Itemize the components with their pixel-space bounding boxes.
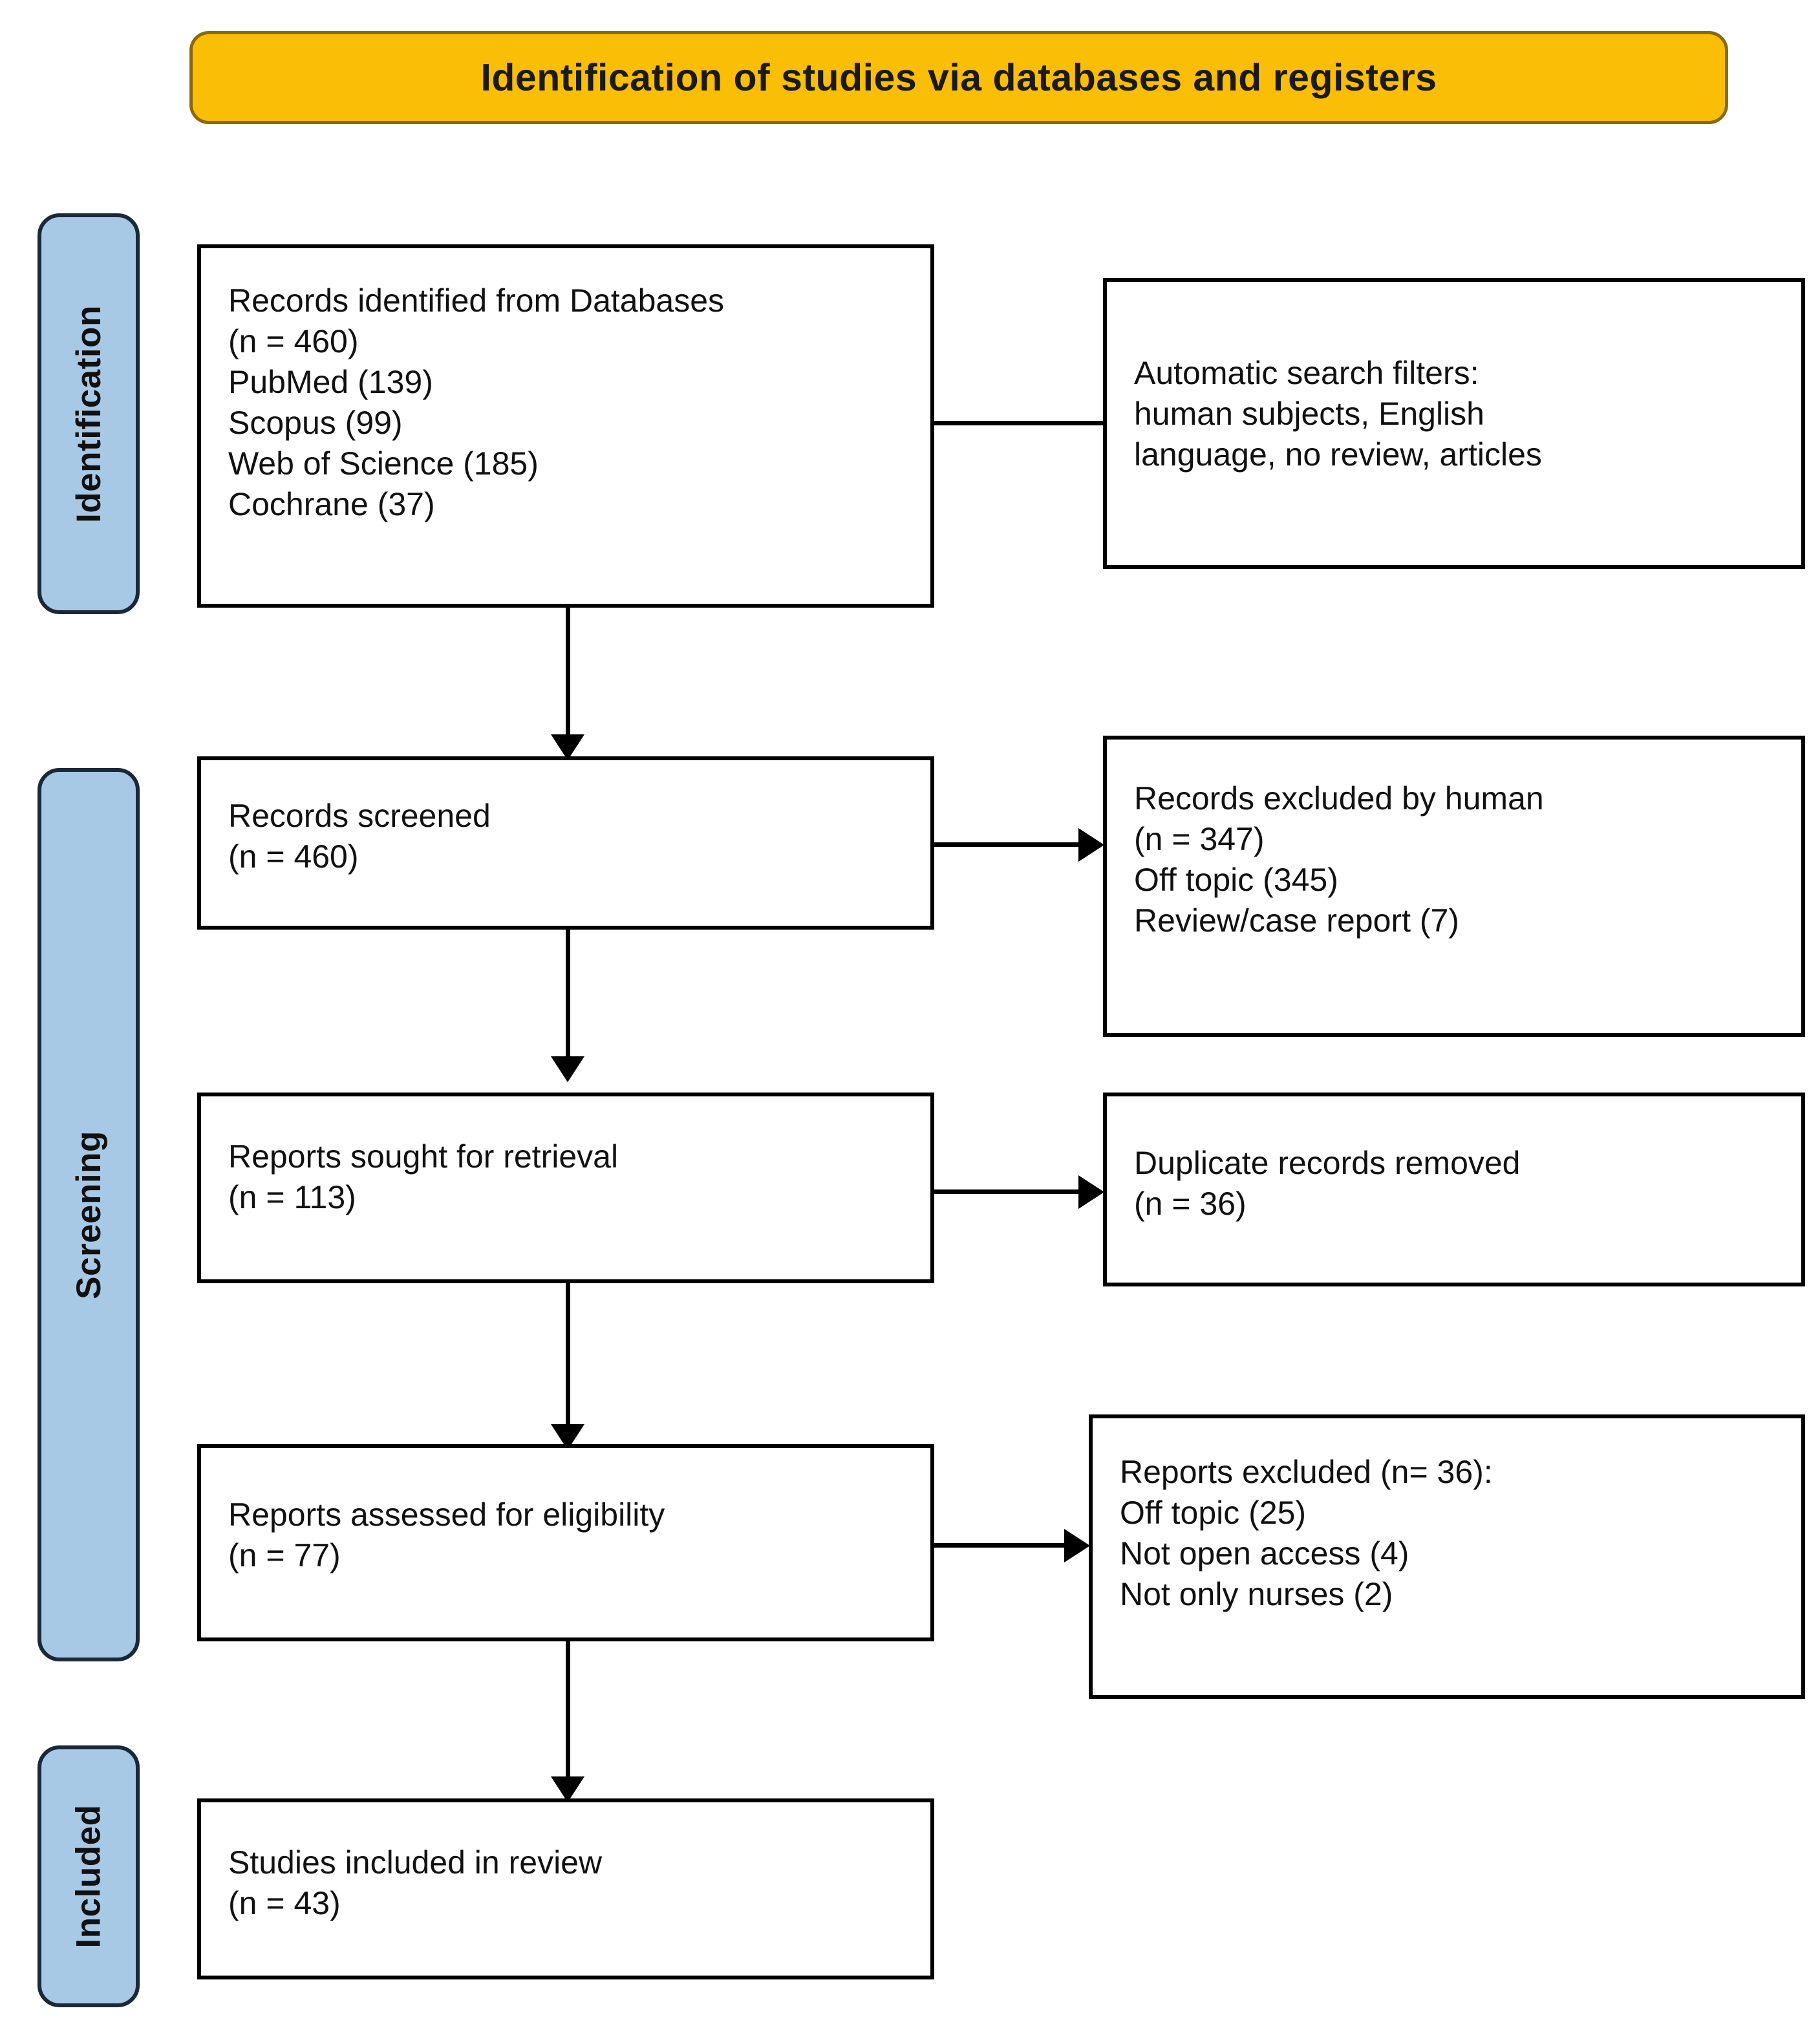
stage-label-included-text: Included bbox=[69, 1804, 108, 1948]
arrow-screened-to-excluded bbox=[1078, 828, 1104, 862]
box-records-identified-line-1: Records identified from Databases bbox=[228, 283, 725, 319]
box-search-filters-line-1: Automatic search filters: bbox=[1134, 355, 1479, 391]
box-search-filters: Automatic search filters: human subjects… bbox=[1103, 278, 1805, 569]
stage-label-included: Included bbox=[37, 1745, 140, 2007]
arrow-screened-to-sought bbox=[551, 1056, 584, 1082]
box-studies-included-line-1: Studies included in review bbox=[228, 1844, 603, 1881]
box-reports-excluded-line-2: Off topic (25) bbox=[1120, 1495, 1307, 1531]
connector-assessed-to-included bbox=[566, 1641, 570, 1797]
box-reports-sought-line-1: Reports sought for retrieval bbox=[228, 1138, 619, 1175]
stage-label-identification: Identification bbox=[37, 213, 140, 614]
arrow-identified-to-screened bbox=[551, 734, 584, 760]
connector-identified-to-screened bbox=[566, 608, 570, 755]
box-records-identified-line-3: PubMed (139) bbox=[228, 364, 433, 400]
box-records-identified-line-6: Cochrane (37) bbox=[228, 486, 435, 522]
box-reports-sought: Reports sought for retrieval (n = 113) bbox=[197, 1093, 934, 1283]
box-studies-included-line-2: (n = 43) bbox=[228, 1885, 341, 1921]
box-records-excluded: Records excluded by human (n = 347) Off … bbox=[1103, 736, 1805, 1037]
connector-sought-to-duplicates bbox=[934, 1189, 1082, 1194]
banner-title: Identification of studies via databases … bbox=[480, 56, 1437, 99]
box-duplicates-removed-line-2: (n = 36) bbox=[1134, 1186, 1247, 1222]
connector-assessed-to-excluded bbox=[934, 1543, 1067, 1548]
stage-label-screening: Screening bbox=[37, 768, 140, 1661]
box-records-excluded-line-4: Review/case report (7) bbox=[1134, 902, 1459, 939]
connector-screened-to-excluded bbox=[934, 842, 1082, 847]
box-reports-sought-line-2: (n = 113) bbox=[228, 1179, 356, 1215]
box-records-excluded-line-1: Records excluded by human bbox=[1134, 780, 1544, 816]
box-records-screened-line-1: Records screened bbox=[228, 798, 491, 834]
box-reports-assessed-line-2: (n = 77) bbox=[228, 1537, 341, 1573]
box-studies-included: Studies included in review (n = 43) bbox=[197, 1798, 934, 1979]
box-records-identified-line-5: Web of Science (185) bbox=[228, 445, 539, 482]
stage-label-screening-text: Screening bbox=[69, 1130, 108, 1299]
box-records-identified-line-2: (n = 460) bbox=[228, 323, 359, 359]
connector-identified-to-filters bbox=[934, 421, 1106, 425]
box-reports-assessed: Reports assessed for eligibility (n = 77… bbox=[197, 1444, 934, 1641]
box-reports-excluded-line-3: Not open access (4) bbox=[1120, 1535, 1409, 1572]
box-records-screened: Records screened (n = 460) bbox=[197, 756, 934, 930]
stage-label-identification-text: Identification bbox=[69, 304, 108, 523]
connector-screened-to-sought bbox=[566, 930, 570, 1077]
box-records-identified-line-4: Scopus (99) bbox=[228, 405, 403, 441]
box-duplicates-removed: Duplicate records removed (n = 36) bbox=[1103, 1093, 1805, 1286]
arrow-assessed-to-included bbox=[551, 1776, 584, 1802]
box-reports-assessed-line-1: Reports assessed for eligibility bbox=[228, 1497, 665, 1533]
box-reports-excluded-line-4: Not only nurses (2) bbox=[1120, 1576, 1393, 1612]
arrow-sought-to-duplicates bbox=[1078, 1175, 1104, 1209]
box-records-screened-line-2: (n = 460) bbox=[228, 838, 359, 875]
diagram-header-banner: Identification of studies via databases … bbox=[189, 31, 1728, 124]
box-search-filters-line-3: language, no review, articles bbox=[1134, 436, 1542, 473]
box-records-excluded-line-3: Off topic (345) bbox=[1134, 862, 1338, 898]
box-search-filters-line-2: human subjects, English bbox=[1134, 396, 1484, 432]
box-records-identified: Records identified from Databases (n = 4… bbox=[197, 244, 934, 608]
box-reports-excluded-line-1: Reports excluded (n= 36): bbox=[1120, 1454, 1493, 1490]
box-reports-excluded: Reports excluded (n= 36): Off topic (25)… bbox=[1089, 1414, 1805, 1699]
box-duplicates-removed-line-1: Duplicate records removed bbox=[1134, 1145, 1521, 1181]
connector-sought-to-assessed bbox=[566, 1283, 570, 1445]
arrow-assessed-to-excluded bbox=[1064, 1529, 1090, 1562]
box-records-excluded-line-2: (n = 347) bbox=[1134, 821, 1265, 857]
